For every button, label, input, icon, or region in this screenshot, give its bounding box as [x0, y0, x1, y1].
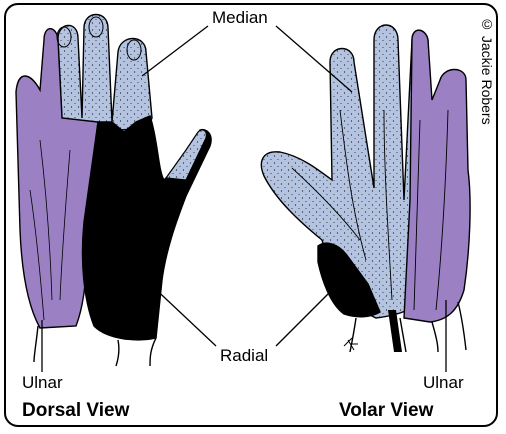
volar-ulnar-region: [404, 30, 470, 322]
ulnar-label-right: Ulnar: [423, 373, 464, 393]
ulnar-label-left: Ulnar: [22, 373, 63, 393]
dorsal-median-region: [58, 15, 152, 131]
median-label: Median: [212, 8, 268, 28]
radial-leader-right: [276, 282, 340, 346]
volar-view-title: Volar View: [339, 400, 433, 422]
median-leader-left: [142, 26, 208, 76]
volar-tendon: [388, 310, 402, 352]
volar-hand: [261, 25, 470, 352]
copyright-credit: © Jackie Robers: [479, 16, 495, 125]
dorsal-view-title: Dorsal View: [22, 400, 129, 422]
radial-label: Radial: [220, 346, 268, 366]
